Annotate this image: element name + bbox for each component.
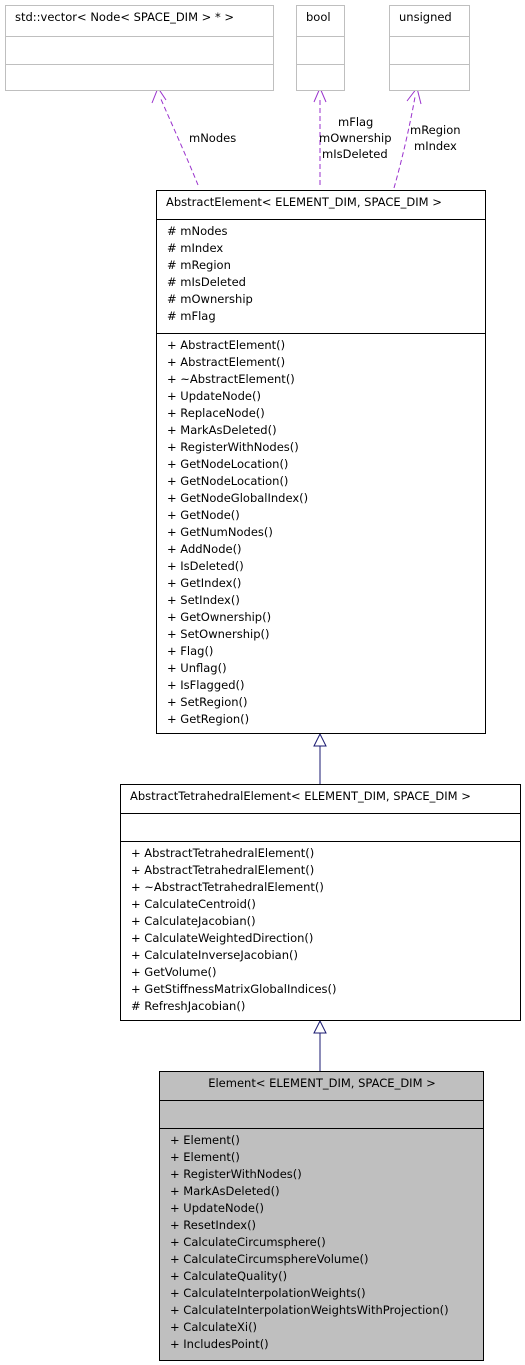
method-entry: + GetStiffnessMatrixGlobalIndices() <box>131 982 337 996</box>
element-class-title: Element< ELEMENT_DIM, SPACE_DIM > <box>208 1076 436 1090</box>
method-entry: + CalculateCircumsphere() <box>170 1235 326 1249</box>
unsigned-attributes-section <box>390 36 469 64</box>
method-entry: + ~AbstractTetrahedralElement() <box>131 880 324 894</box>
edge-label-mownership: mOwnership <box>319 131 392 145</box>
method-entry: + ReplaceNode() <box>167 406 265 420</box>
method-entry: + SetRegion() <box>167 695 248 709</box>
method-entry: + Flag() <box>167 644 214 658</box>
method-entry: + GetNode() <box>167 508 240 522</box>
method-entry: + AddNode() <box>167 542 242 556</box>
method-entry: + RegisterWithNodes() <box>167 440 299 454</box>
method-entry: + RegisterWithNodes() <box>170 1167 302 1181</box>
method-entry: + CalculateCentroid() <box>131 897 256 911</box>
method-entry: + CalculateCircumsphereVolume() <box>170 1252 369 1266</box>
method-entry: + IncludesPoint() <box>170 1337 269 1351</box>
method-entry: + UpdateNode() <box>170 1201 264 1215</box>
method-entry: + Element() <box>170 1150 240 1164</box>
unsigned-class-box[interactable]: unsigned <box>389 5 470 91</box>
abstract-tetrahedral-element-class-title: AbstractTetrahedralElement< ELEMENT_DIM,… <box>130 789 471 803</box>
method-entry: + GetNodeGlobalIndex() <box>167 491 309 505</box>
attribute-entry: # mIndex <box>167 241 224 255</box>
method-entry: + Unflag() <box>167 661 227 675</box>
attribute-entry: # mRegion <box>167 258 231 272</box>
abstract-tetrahedral-element-attributes <box>121 813 520 841</box>
element-class-box[interactable]: Element< ELEMENT_DIM, SPACE_DIM > + Elem… <box>159 1071 484 1361</box>
bool-methods-section <box>297 64 344 90</box>
element-attributes <box>160 1100 483 1128</box>
method-entry: + CalculateQuality() <box>170 1269 288 1283</box>
abstract-element-methods: + AbstractElement() + AbstractElement() + … <box>157 333 485 733</box>
method-entry: + SetIndex() <box>167 593 240 607</box>
attribute-entry: # mOwnership <box>167 292 253 306</box>
abstract-element-class-box[interactable]: AbstractElement< ELEMENT_DIM, SPACE_DIM … <box>156 190 486 734</box>
edge-label-mregion: mRegion <box>410 123 461 137</box>
vector-node-class-title: std::vector< Node< SPACE_DIM > * > <box>15 10 234 24</box>
method-entry: + Element() <box>170 1133 240 1147</box>
method-entry: + CalculateJacobian() <box>131 914 256 928</box>
method-entry: + AbstractTetrahedralElement() <box>131 846 315 860</box>
method-entry: + CalculateInterpolationWeights() <box>170 1286 366 1300</box>
edge-label-mnodes: mNodes <box>189 131 237 145</box>
method-entry: + ResetIndex() <box>170 1218 257 1232</box>
bool-attributes-section <box>297 36 344 64</box>
unsigned-methods-section <box>390 64 469 90</box>
abstract-tetrahedral-element-methods: + AbstractTetrahedralElement() + Abstract… <box>121 841 520 1020</box>
method-entry: + CalculateInverseJacobian() <box>131 948 298 962</box>
method-entry: + GetNumNodes() <box>167 525 273 539</box>
method-entry: + GetIndex() <box>167 576 242 590</box>
attribute-entry: # mIsDeleted <box>167 275 246 289</box>
method-entry: + AbstractElement() <box>167 338 286 352</box>
attribute-entry: # mFlag <box>167 309 216 323</box>
element-methods: + Element() + Element() + RegisterWithNode… <box>160 1128 483 1360</box>
vector-node-class-box[interactable]: std::vector< Node< SPACE_DIM > * > <box>5 5 274 91</box>
method-entry: + AbstractTetrahedralElement() <box>131 863 315 877</box>
method-entry: + IsDeleted() <box>167 559 244 573</box>
edge-label-mindex: mIndex <box>414 139 457 153</box>
abstract-element-attributes: # mNodes # mIndex # mRegion # mIsDeleted # m… <box>157 219 485 333</box>
method-entry: + MarkAsDeleted() <box>170 1184 280 1198</box>
abstract-element-class-title: AbstractElement< ELEMENT_DIM, SPACE_DIM … <box>166 195 442 209</box>
method-entry: + MarkAsDeleted() <box>167 423 277 437</box>
inheritance-edge-tetrahedral <box>313 732 327 784</box>
method-entry: + AbstractElement() <box>167 355 286 369</box>
bool-class-title: bool <box>306 10 331 24</box>
method-entry: # RefreshJacobian() <box>131 999 246 1013</box>
abstract-tetrahedral-element-class-box[interactable]: AbstractTetrahedralElement< ELEMENT_DIM,… <box>120 784 521 1021</box>
method-entry: + GetNodeLocation() <box>167 457 289 471</box>
edge-label-mflag: mFlag <box>338 115 374 129</box>
attribute-entry: # mNodes <box>167 224 228 238</box>
inheritance-edge-element <box>313 1019 327 1071</box>
method-entry: + GetRegion() <box>167 712 250 726</box>
method-entry: + GetOwnership() <box>167 610 272 624</box>
unsigned-class-title: unsigned <box>399 10 452 24</box>
method-entry: + GetVolume() <box>131 965 217 979</box>
method-entry: + UpdateNode() <box>167 389 261 403</box>
vector-node-methods-section <box>6 64 273 90</box>
bool-class-box[interactable]: bool <box>296 5 345 91</box>
method-entry: + SetOwnership() <box>167 627 270 641</box>
edge-label-misdeleted: mIsDeleted <box>322 147 388 161</box>
method-entry: + GetNodeLocation() <box>167 474 289 488</box>
method-entry: + CalculateInterpolationWeightsWithProje… <box>170 1303 449 1317</box>
method-entry: + ~AbstractElement() <box>167 372 295 386</box>
method-entry: + CalculateWeightedDirection() <box>131 931 314 945</box>
method-entry: + CalculateXi() <box>170 1320 258 1334</box>
vector-node-attributes-section <box>6 36 273 64</box>
method-entry: + IsFlagged() <box>167 678 245 692</box>
